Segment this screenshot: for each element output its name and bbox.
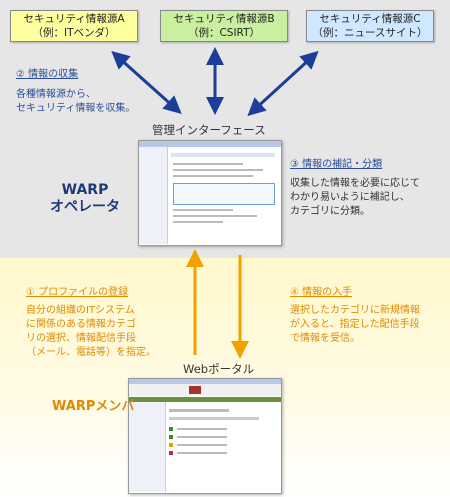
admin-content-bar bbox=[171, 153, 275, 157]
admin-window-titlebar bbox=[139, 141, 281, 147]
arrow-source-c bbox=[247, 50, 319, 117]
portal-text-line bbox=[177, 436, 227, 438]
admin-interface-screenshot bbox=[138, 140, 282, 246]
step2-desc-2: セキュリティ情報を収集。 bbox=[16, 103, 136, 114]
portal-header bbox=[129, 384, 281, 396]
source-c-box: セキュリティ情報源C （例：ニュースサイト） bbox=[306, 10, 434, 42]
step4-desc-1: 選択したカテゴリに新規情報 bbox=[290, 305, 420, 316]
operator-label: WARP オペレータ bbox=[40, 182, 130, 216]
step2-desc-1: 各種情報源から、 bbox=[16, 89, 96, 100]
step3-title: ③ 情報の補記・分類 bbox=[290, 159, 383, 170]
source-a-example: （例：ITベンダ） bbox=[32, 27, 116, 39]
step1-desc-3: リの選択、情報配信手段 bbox=[26, 333, 136, 344]
admin-text-line bbox=[173, 221, 223, 223]
portal-status-icon bbox=[169, 443, 173, 447]
portal-nav-bar bbox=[129, 397, 281, 402]
arrow-source-a bbox=[111, 50, 182, 115]
portal-status-icon bbox=[169, 435, 173, 439]
portal-text-line bbox=[177, 452, 227, 454]
web-portal-screenshot bbox=[128, 378, 282, 494]
admin-text-line bbox=[173, 169, 263, 171]
step1-desc-2: に関係のある情報カテゴ bbox=[26, 319, 136, 330]
source-c-example: （例：ニュースサイト） bbox=[312, 27, 428, 39]
portal-text-line bbox=[177, 428, 227, 430]
portal-status-icon bbox=[169, 451, 173, 455]
source-b-name: セキュリティ情報源B bbox=[173, 13, 275, 25]
admin-text-line bbox=[173, 175, 253, 177]
step1-desc-1: 自分の組織のITシステム bbox=[26, 305, 135, 316]
step1-title: ① プロファイルの登録 bbox=[26, 287, 129, 298]
step2-title: ② 情報の収集 bbox=[16, 69, 79, 80]
source-a-box: セキュリティ情報源A （例：ITベンダ） bbox=[10, 10, 138, 42]
admin-highlight-box bbox=[173, 183, 275, 205]
portal-sidebar bbox=[129, 402, 166, 492]
step4-desc-2: が入ると、指定した配信手段 bbox=[290, 319, 420, 330]
portal-text-line bbox=[169, 409, 229, 412]
member-label: WARPメンバ bbox=[52, 399, 135, 414]
operator-label-line1: WARP bbox=[61, 182, 109, 198]
web-portal-title: Webポータル bbox=[183, 362, 255, 376]
portal-window-titlebar bbox=[129, 379, 281, 384]
portal-logo-icon bbox=[189, 386, 201, 394]
step3-desc-1: 収集した情報を必要に応じて bbox=[290, 178, 420, 189]
step3-desc-3: カテゴリに分類。 bbox=[290, 206, 370, 217]
source-b-example: （例：CSIRT） bbox=[187, 27, 261, 39]
step4-desc-3: で情報を受信。 bbox=[290, 333, 360, 344]
admin-text-line bbox=[173, 163, 243, 165]
source-c-name: セキュリティ情報源C bbox=[319, 13, 421, 25]
portal-text-line bbox=[177, 444, 227, 446]
admin-sidebar bbox=[139, 147, 168, 244]
operator-label-line2: オペレータ bbox=[50, 199, 120, 215]
admin-text-line bbox=[173, 215, 257, 217]
step1-desc-4: （メール、電話等）を指定。 bbox=[26, 347, 156, 358]
step4-title: ④ 情報の入手 bbox=[290, 287, 353, 298]
portal-text-line bbox=[169, 417, 259, 420]
step3-desc-2: わかり易いように補記し、 bbox=[290, 192, 410, 203]
admin-interface-title: 管理インターフェース bbox=[152, 123, 266, 137]
source-b-box: セキュリティ情報源B （例：CSIRT） bbox=[160, 10, 288, 42]
admin-text-line bbox=[173, 209, 233, 211]
portal-status-icon bbox=[169, 427, 173, 431]
source-a-name: セキュリティ情報源A bbox=[23, 13, 125, 25]
